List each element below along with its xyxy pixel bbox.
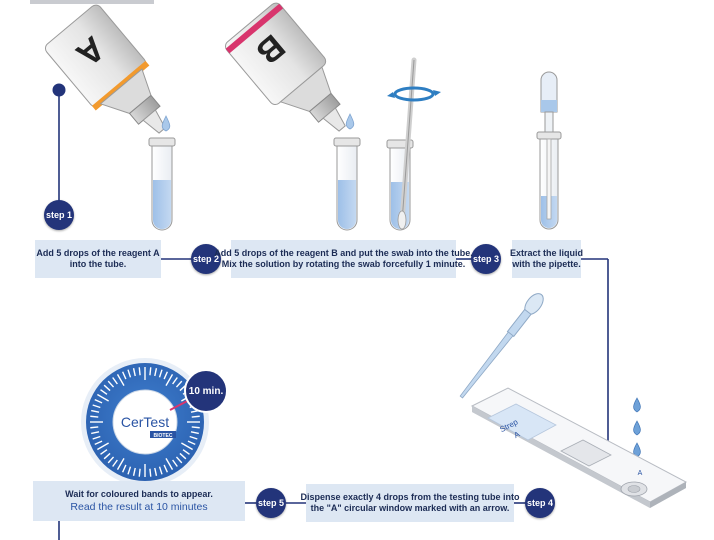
falling-drops xyxy=(633,397,641,458)
rotate-arrow-icon xyxy=(387,86,441,102)
dial-tick xyxy=(94,440,103,446)
dial-tick xyxy=(116,458,125,470)
step-1-line-1: Add 5 drops of the reagent A xyxy=(36,248,160,258)
dial-tick xyxy=(132,368,136,377)
test-tube-2 xyxy=(333,137,361,231)
dial-tick xyxy=(149,367,152,376)
dial-tick xyxy=(189,435,198,440)
dial-tick xyxy=(182,449,190,455)
dial-tick xyxy=(90,415,99,418)
start-dot xyxy=(52,83,66,97)
timer-brand-sub: BIOTEC xyxy=(154,433,173,439)
dial-tick xyxy=(92,435,101,440)
dial-tick xyxy=(154,467,158,476)
timer-duration-badge: 10 min. xyxy=(184,369,228,413)
step-2-badge: step 2 xyxy=(191,244,221,274)
dial-tick xyxy=(92,404,101,409)
dial-tick xyxy=(163,371,169,380)
dial-tick xyxy=(149,468,152,477)
dial-tick xyxy=(138,468,141,477)
step-5-line-1: Wait for coloured bands to appear. xyxy=(65,488,213,499)
dial-tick xyxy=(187,440,196,446)
dial-tick xyxy=(179,452,187,460)
dial-tick xyxy=(100,389,108,395)
step-5-line-2: Read the result at 10 minutes xyxy=(70,500,208,513)
cassette-label-line2: A xyxy=(512,429,521,440)
dial-tick xyxy=(116,374,125,386)
dial-tick xyxy=(163,464,169,473)
dial-tick xyxy=(121,464,127,473)
window-mark: A xyxy=(638,470,643,477)
dial-tick xyxy=(138,367,141,376)
dial-tick xyxy=(91,431,100,435)
test-cassette: Strep A A xyxy=(470,387,688,508)
dial-tick xyxy=(175,456,183,464)
pipette-illustration xyxy=(536,71,562,230)
dial-tick xyxy=(172,459,178,467)
step-1-badge: step 1 xyxy=(44,200,74,230)
step-3-line-1: Extract the liquid xyxy=(510,248,584,258)
dial-tick xyxy=(191,415,200,418)
dial-tick xyxy=(94,398,103,404)
dropper-pipette xyxy=(459,293,544,399)
step-4-badge: step 4 xyxy=(525,488,555,518)
bottle-b-illustration: B xyxy=(224,2,346,132)
step-2-line-1: Add 5 drops of the reagent B and put the… xyxy=(214,248,473,258)
dial-tick xyxy=(100,449,108,455)
dial-tick xyxy=(91,409,100,413)
step-3-instructions: Extract the liquid with the pipette. xyxy=(510,240,584,278)
step-5-instructions: Wait for coloured bands to appear. Read … xyxy=(33,481,245,521)
drop-a xyxy=(161,115,171,132)
bottle-a-illustration: A xyxy=(44,4,166,134)
step-3-line-2: with the pipette. xyxy=(512,259,581,269)
step-4-line-1: Dispense exactly 4 drops from the testin… xyxy=(300,492,520,502)
dial-tick xyxy=(107,380,115,388)
dial-tick xyxy=(90,426,99,429)
step-1-line-2: into the tube. xyxy=(69,259,127,269)
step-4-line-2: the "A" circular window marked with an a… xyxy=(310,503,510,513)
dial-tick xyxy=(191,426,200,429)
dial-tick xyxy=(112,377,118,385)
step-3-badge: step 3 xyxy=(471,244,501,274)
dial-tick xyxy=(175,380,183,388)
drop-b xyxy=(345,113,355,130)
dial-tick xyxy=(158,369,163,378)
dial-tick xyxy=(154,368,158,377)
dial-tick xyxy=(127,466,132,475)
step-4-instructions: Dispense exactly 4 drops from the testin… xyxy=(300,484,520,522)
step-2-instructions: Add 5 drops of the reagent B and put the… xyxy=(214,240,473,278)
dial-tick xyxy=(107,456,115,464)
dial-tick xyxy=(132,467,136,476)
dial-tick xyxy=(165,458,174,470)
dial-tick xyxy=(172,377,178,385)
dial-tick xyxy=(103,452,111,460)
step-5-badge: step 5 xyxy=(256,488,286,518)
dial-tick xyxy=(181,442,193,451)
test-tube-1 xyxy=(148,137,176,231)
dial-tick xyxy=(112,459,118,467)
tube-with-swab xyxy=(386,57,417,231)
dial-tick xyxy=(127,369,132,378)
dial-tick xyxy=(97,442,109,451)
step-2-line-2: Mix the solution by rotating the swab fo… xyxy=(221,259,466,269)
dial-tick xyxy=(97,393,109,402)
dial-tick xyxy=(158,466,163,475)
step-1-instructions: Add 5 drops of the reagent A into the tu… xyxy=(35,240,161,278)
dial-tick xyxy=(165,374,174,386)
timer-brand: CerTest xyxy=(121,414,169,430)
top-divider xyxy=(30,0,154,4)
dial-tick xyxy=(103,384,111,392)
dial-tick xyxy=(190,431,199,435)
dial-tick xyxy=(121,371,127,380)
